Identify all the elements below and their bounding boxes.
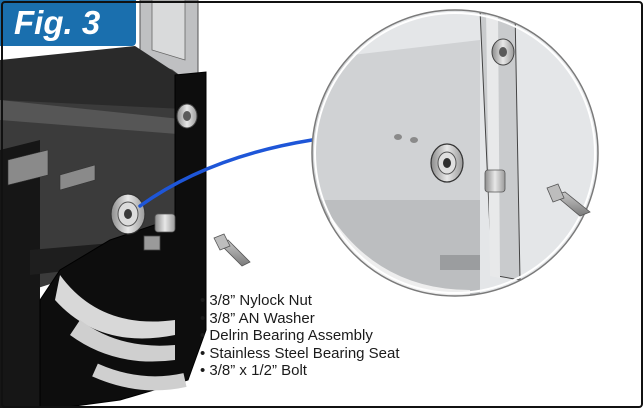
small-bolt [213, 233, 251, 267]
figure-title: Fig. 3 [14, 4, 101, 41]
rear-bracket [139, 0, 199, 92]
figure-title-badge: Fig. 3 [0, 0, 136, 46]
part-item: 3/8” AN Washer [200, 310, 400, 328]
part-item: 3/8” x 1/2” Bolt [200, 362, 400, 380]
loose-bolt [546, 183, 591, 217]
part-item: 3/8” Nylock Nut [200, 292, 400, 310]
side-plate [39, 71, 207, 408]
part-item: Stainless Steel Bearing Seat [200, 345, 399, 363]
parts-list: 3/8” Nylock Nut 3/8” AN Washer Delrin Be… [200, 292, 400, 380]
leader-line [138, 138, 314, 208]
detail-zoom-circle [311, 9, 599, 297]
part-item: Delrin Bearing Assembly [200, 327, 400, 345]
